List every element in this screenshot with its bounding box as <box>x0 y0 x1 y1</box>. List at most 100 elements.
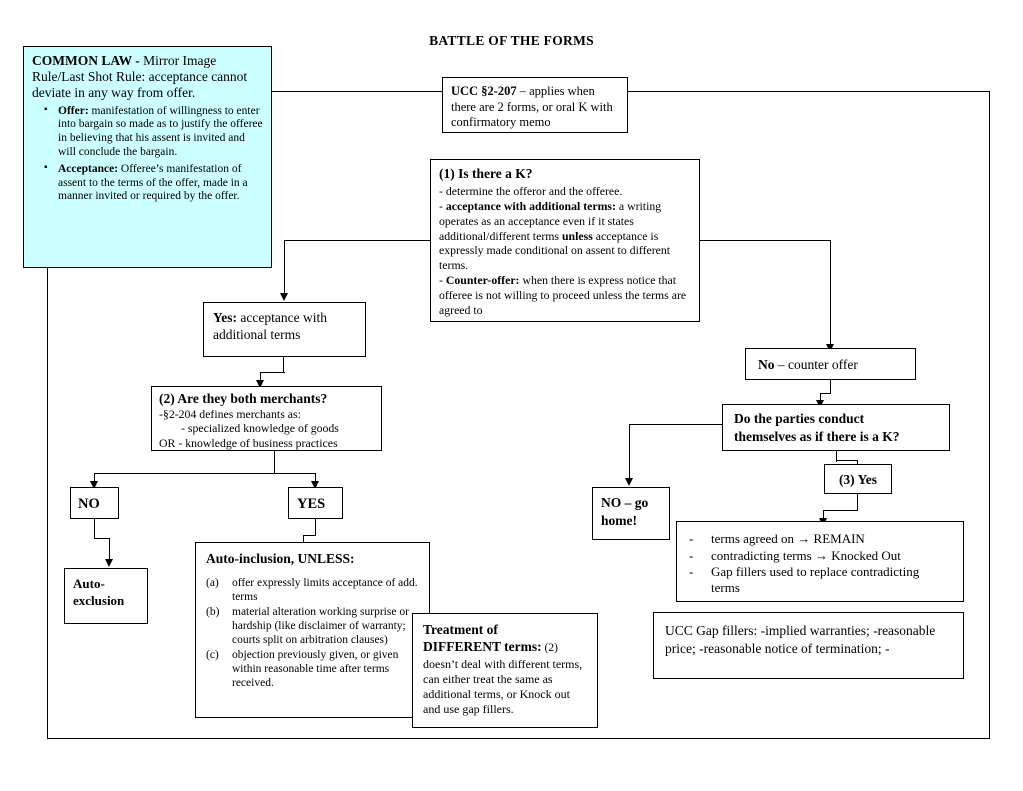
yes-acceptance-box: Yes: acceptance with additional terms <box>203 302 366 357</box>
parties-conduct-line1: Do the parties conduct <box>734 411 865 426</box>
different-terms-heading-line1: Treatment of <box>423 622 498 637</box>
outcome-item-3: -Gap fillers used to replace contradicti… <box>689 564 951 595</box>
auto-inclusion-heading: Auto-inclusion, UNLESS: <box>206 551 355 566</box>
marker-c: (c) <box>206 649 219 661</box>
is-there-a-k-line3: - Counter-offer: when there is express n… <box>439 273 691 318</box>
outcome-text-3: Gap fillers used to replace contradictin… <box>711 564 920 595</box>
common-law-bullet-offer: Offer: manifestation of willingness to e… <box>44 104 263 160</box>
connector-parties-to-gohome-h <box>629 424 723 426</box>
bullet-text-offer: manifestation of willingness to enter in… <box>58 104 263 158</box>
auto-inclusion-list: (a) offer expressly limits acceptance of … <box>206 576 419 690</box>
outcomes-list: - terms agreed on → REMAIN -contradicting… <box>689 531 951 595</box>
different-terms-heading-line2: DIFFERENT terms: <box>423 638 542 654</box>
line2-prefix: - <box>439 198 446 213</box>
arrow-merchants-to-yes <box>311 481 319 489</box>
connector-parties-to-3yes-v2 <box>856 460 858 467</box>
yes-acceptance-bold: Yes: <box>213 310 237 325</box>
connector-yes-to-merchants-v1 <box>283 357 285 373</box>
connector-yes-to-merchants-h <box>260 372 285 374</box>
connector-no-to-autoexcl-v1 <box>94 519 96 539</box>
connector-3yes-to-outcomes-h <box>823 510 858 512</box>
arrow-merchants-to-no <box>90 481 99 489</box>
is-there-a-k-line2: - acceptance with additional terms: a wr… <box>439 199 691 273</box>
line3-bold-counteroffer: Counter-offer: <box>445 273 520 288</box>
common-law-box: COMMON LAW - Mirror Image Rule/Last Shot… <box>23 46 272 268</box>
outcome-text-1: terms agreed on → REMAIN <box>711 531 865 546</box>
is-there-a-k-box: (1) Is there a K? - determine the offero… <box>430 159 700 322</box>
outcome-item-2: -contradicting terms → Knocked Out <box>689 548 951 564</box>
marker-a: (a) <box>206 576 219 589</box>
bullet-text-acceptance: Offeree’s manifestation of assent to the… <box>58 162 248 203</box>
auto-inclusion-box: Auto-inclusion, UNLESS: (a) offer express… <box>195 542 430 718</box>
arrow-parties-to-gohome <box>625 478 634 486</box>
text-c: objection previously given, or given wit… <box>232 649 399 690</box>
common-law-heading-rest: Mirror Image Rule/Last Shot Rule: accept… <box>32 53 248 101</box>
no-counter-offer-bold: No <box>758 357 775 372</box>
bullet-term-acceptance: Acceptance: <box>58 162 119 175</box>
dash-2: - <box>689 547 694 563</box>
gap-fillers-box: UCC Gap fillers: -implied warranties; -r… <box>653 612 964 679</box>
different-terms-body: doesn’t deal with different terms, can e… <box>423 656 583 716</box>
connector-merchants-branch <box>94 473 316 475</box>
connector-nco-to-parties-h <box>820 393 831 395</box>
outer-border-bottom <box>47 737 989 739</box>
outer-border-right <box>988 91 990 739</box>
outer-border-top-left <box>271 91 443 93</box>
outcome-item-1: - terms agreed on → REMAIN <box>689 531 951 547</box>
arrow-yes-to-merchants <box>256 380 265 388</box>
connector-merchants-to-no <box>94 473 96 482</box>
ucc-heading-rest: – applies when there are 2 forms, or ora… <box>451 84 613 130</box>
connector-to-different-terms-v <box>429 545 431 613</box>
parties-conduct-line2: themselves as if there is a K? <box>734 428 900 444</box>
marker-b: (b) <box>206 605 220 618</box>
connector-yes-to-merchants-v2 <box>260 372 262 381</box>
merchants-line1: -§2-204 defines merchants as: <box>159 407 301 422</box>
connector-k-to-yes-horizontal <box>284 240 431 242</box>
auto-inclusion-item-b: (b) material alteration working surprise … <box>206 605 419 647</box>
three-yes-box: (3) Yes <box>824 464 892 494</box>
connector-merchants-stem <box>274 451 276 474</box>
auto-exclusion-label: Auto-exclusion <box>73 576 125 608</box>
dash-1: - <box>689 531 694 546</box>
connector-k-to-no-horizontal <box>700 240 831 242</box>
no-go-home-box: NO – go home! <box>592 487 670 540</box>
no-merchants-box: NO <box>70 487 119 519</box>
text-b: material alteration working surprise or … <box>232 605 409 646</box>
no-go-home-line1: NO – go <box>601 495 649 510</box>
connector-yes-to-autoincl-v2 <box>303 535 305 543</box>
connector-k-to-yes-vertical <box>284 240 286 293</box>
merchants-box: (2) Are they both merchants? -§2-204 def… <box>151 386 382 451</box>
arrow-k-to-yes <box>280 293 289 301</box>
is-there-a-k-heading: (1) Is there a K? <box>439 166 533 181</box>
yes-acceptance-rest: acceptance with additional terms <box>213 310 327 342</box>
connector-yes-to-autoincl-h <box>303 535 316 537</box>
no-go-home-line2: home! <box>601 512 637 528</box>
auto-inclusion-item-a: (a) offer expressly limits acceptance of … <box>206 576 419 604</box>
connector-merchants-to-yes <box>314 473 316 482</box>
outcomes-box: - terms agreed on → REMAIN -contradicting… <box>676 521 964 602</box>
connector-no-to-autoexcl-v2 <box>108 538 110 560</box>
text-a: offer expressly limits acceptance of add… <box>232 576 418 603</box>
connector-no-to-autoexcl-h <box>94 538 110 540</box>
yes-merchants-label: YES <box>297 496 326 512</box>
connector-parties-to-gohome-v <box>629 424 631 479</box>
outer-border-top-right <box>628 91 990 93</box>
merchants-line2: - specialized knowledge of goods <box>181 421 339 436</box>
merchants-line3: OR - knowledge of business practices <box>159 435 338 450</box>
line3-prefix: - <box>439 273 446 288</box>
common-law-heading-bold: COMMON LAW - <box>32 53 140 68</box>
ucc-heading-bold: UCC §2-207 <box>451 84 517 98</box>
is-there-a-k-line1: - determine the offeror and the offeree. <box>439 183 623 198</box>
line2-bold-acceptance: acceptance with additional terms: <box>445 198 616 213</box>
line2-rest2: acceptance is expressly made conditional… <box>439 228 671 273</box>
ucc-2207-box: UCC §2-207 – applies when there are 2 fo… <box>442 77 628 133</box>
auto-inclusion-item-c: (c) objection previously given, or given … <box>206 648 419 690</box>
three-yes-label: (3) Yes <box>838 472 878 487</box>
connector-parties-to-3yes-v1 <box>836 451 838 462</box>
connector-3yes-to-outcomes-v1 <box>856 494 858 511</box>
different-terms-heading-suffix: (2) <box>541 641 558 654</box>
connector-parties-to-3yes-h <box>836 460 858 462</box>
line2-rest: a writing operates as an acceptance even… <box>439 198 662 243</box>
auto-exclusion-box: Auto-exclusion <box>64 568 148 624</box>
common-law-bullet-list: Offer: manifestation of willingness to e… <box>32 104 263 205</box>
